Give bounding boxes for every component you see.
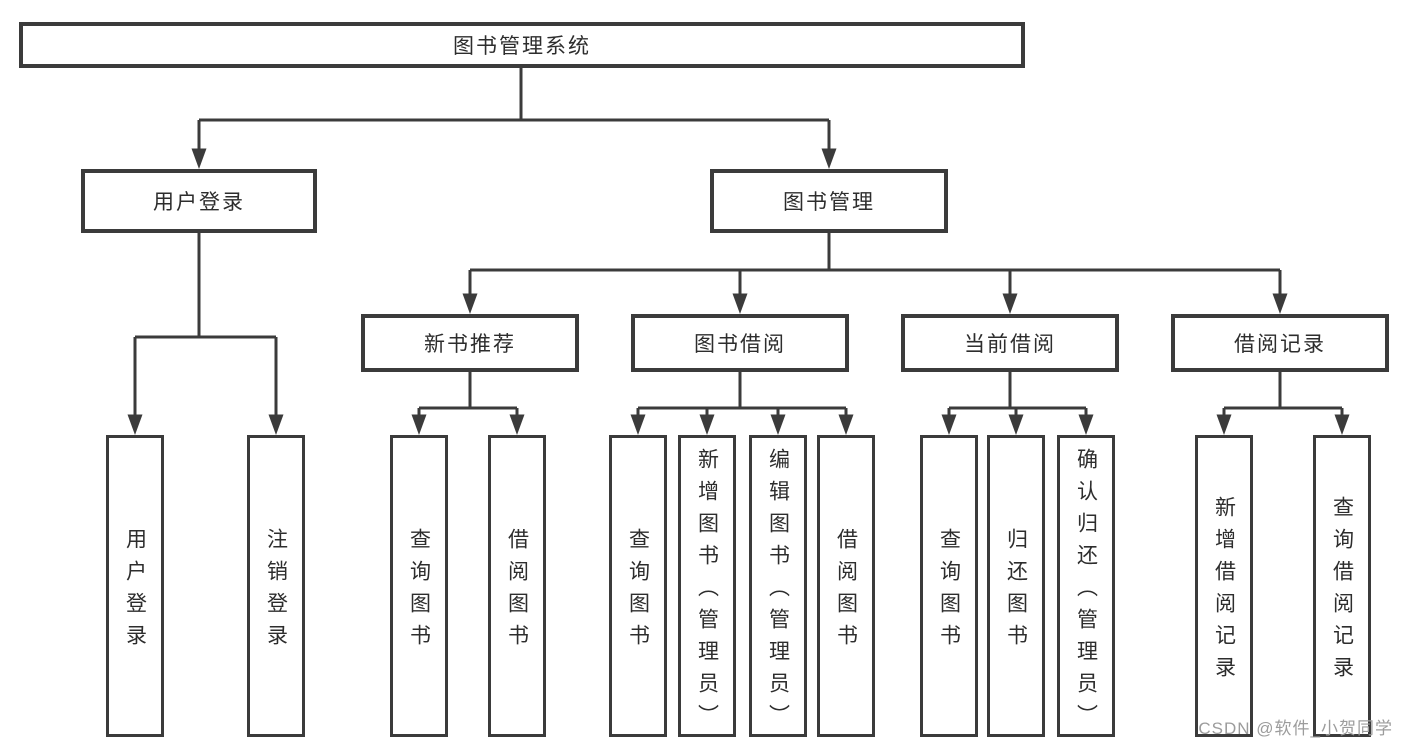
node-label: 借阅图书	[505, 527, 529, 656]
node-leaf-query-books-borrowing: 查询图书	[609, 435, 667, 737]
node-label: 查询图书	[407, 527, 431, 656]
node-leaf-confirm-return-admin: 确认归还（管理员）	[1057, 435, 1115, 737]
node-label: 图书管理	[783, 191, 875, 214]
node-label: 用户登录	[123, 527, 147, 656]
node-leaf-query-books-current: 查询图书	[920, 435, 978, 737]
node-label: 新增图书（管理员）	[695, 447, 719, 736]
node-label: 图书管理系统	[453, 35, 591, 58]
node-label: 新书推荐	[424, 333, 516, 356]
node-label: 新增借阅记录	[1212, 495, 1236, 688]
node-leaf-logout: 注销登录	[247, 435, 305, 737]
node-label: 用户登录	[153, 191, 245, 214]
node-user-login: 用户登录	[81, 169, 317, 233]
node-label: 查询图书	[937, 527, 961, 656]
csdn-watermark: CSDN @软件_小贺同学	[1198, 719, 1393, 738]
node-leaf-borrow-books: 借阅图书	[817, 435, 875, 737]
node-leaf-query-books-recommend: 查询图书	[390, 435, 448, 737]
node-leaf-add-borrow-record: 新增借阅记录	[1195, 435, 1253, 737]
node-label: 查询借阅记录	[1330, 495, 1354, 688]
node-current-borrowing: 当前借阅	[901, 314, 1119, 372]
node-label: 借阅图书	[834, 527, 858, 656]
node-label: 编辑图书（管理员）	[766, 447, 790, 736]
node-label: 查询图书	[626, 527, 650, 656]
node-label: 确认归还（管理员）	[1074, 447, 1098, 736]
connector-arrowheads	[127, 148, 1350, 435]
node-leaf-query-borrow-record: 查询借阅记录	[1313, 435, 1371, 737]
node-leaf-edit-books-admin: 编辑图书（管理员）	[749, 435, 807, 737]
node-book-borrowing: 图书借阅	[631, 314, 849, 372]
node-label: 图书借阅	[694, 333, 786, 356]
node-library-system: 图书管理系统	[19, 22, 1025, 68]
node-borrowing-records: 借阅记录	[1171, 314, 1389, 372]
node-leaf-return-books: 归还图书	[987, 435, 1045, 737]
node-new-book-recommendation: 新书推荐	[361, 314, 579, 372]
node-label: 借阅记录	[1234, 333, 1326, 356]
node-leaf-borrow-books-recommend: 借阅图书	[488, 435, 546, 737]
node-label: 当前借阅	[964, 333, 1056, 356]
node-leaf-user-login: 用户登录	[106, 435, 164, 737]
node-leaf-add-books-admin: 新增图书（管理员）	[678, 435, 736, 737]
node-label: 注销登录	[264, 527, 288, 656]
node-label: 归还图书	[1004, 527, 1028, 656]
node-book-management: 图书管理	[710, 169, 948, 233]
connector-lines	[133, 66, 1344, 416]
